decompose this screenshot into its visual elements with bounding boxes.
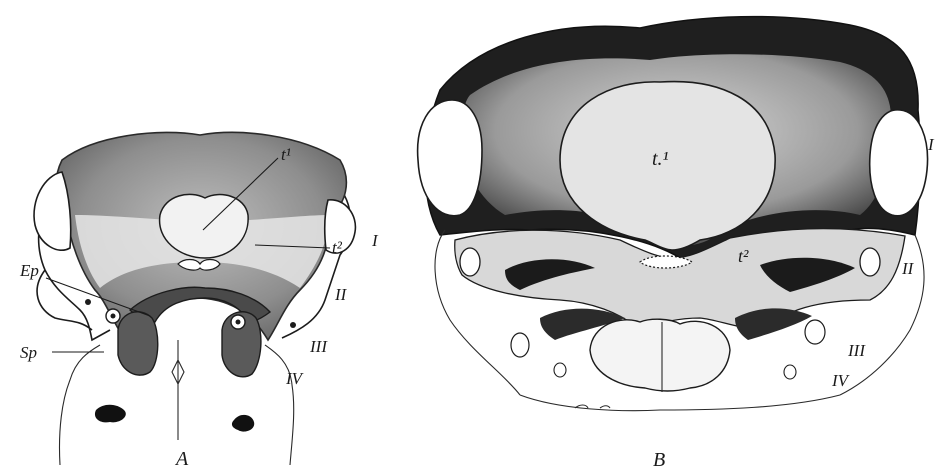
panel-b: t.¹ t² I II III IV B xyxy=(418,17,935,471)
panel-a-blob-left xyxy=(95,405,126,423)
panel-a-left-dot-1-core xyxy=(111,314,116,319)
panel-a-left-lobe xyxy=(34,172,71,250)
panel-b-label-r3: III xyxy=(847,341,866,360)
panel-a-blob-right xyxy=(232,415,254,432)
panel-a-label-r3: III xyxy=(309,337,328,356)
panel-a-left-lower-outline xyxy=(59,345,100,465)
panel-b-right-lobe xyxy=(870,110,928,216)
panel-b-caption: B xyxy=(653,449,665,471)
panel-a-right-dot-2 xyxy=(290,322,296,328)
panel-b-right-circle-1 xyxy=(860,248,880,276)
panel-b-bottom-contour xyxy=(520,395,840,411)
panel-b-left-circle-2 xyxy=(511,333,529,357)
panel-a-right-lower-outline xyxy=(265,345,294,465)
panel-b-right-circle-2 xyxy=(805,320,825,344)
panel-a-left-dot-2 xyxy=(85,299,91,305)
panel-b-label-r1: I xyxy=(927,135,935,154)
panel-a-right-dot-1-core xyxy=(236,320,241,325)
panel-a-caption: A xyxy=(174,448,189,470)
panel-a: t¹ t² Ep Sp I II III IV A xyxy=(19,132,379,470)
panel-b-label-t1: t.¹ xyxy=(652,148,669,170)
panel-b-cleft-right-2 xyxy=(735,308,812,340)
panel-a-label-sp: Sp xyxy=(20,343,37,362)
panel-a-label-r2: II xyxy=(334,285,348,304)
panel-b-label-r2: II xyxy=(901,259,915,278)
panel-b-right-circle-3 xyxy=(784,365,796,379)
panel-a-label-t2: t² xyxy=(332,238,343,257)
panel-b-label-r4: IV xyxy=(831,371,851,390)
panel-a-label-r4: IV xyxy=(285,369,305,388)
panel-a-left-bulb xyxy=(118,312,158,375)
panel-b-lower-lobes xyxy=(590,319,730,391)
panel-b-left-circle-1 xyxy=(460,248,480,276)
panel-b-label-t2: t² xyxy=(738,246,749,266)
panel-b-left-circle-3 xyxy=(554,363,566,377)
panel-a-label-ep: Ep xyxy=(19,261,39,280)
panel-a-midline xyxy=(172,340,184,440)
panel-a-label-r1: I xyxy=(371,231,379,250)
panel-a-label-t1: t¹ xyxy=(281,145,291,164)
panel-b-left-lobe xyxy=(418,100,482,216)
